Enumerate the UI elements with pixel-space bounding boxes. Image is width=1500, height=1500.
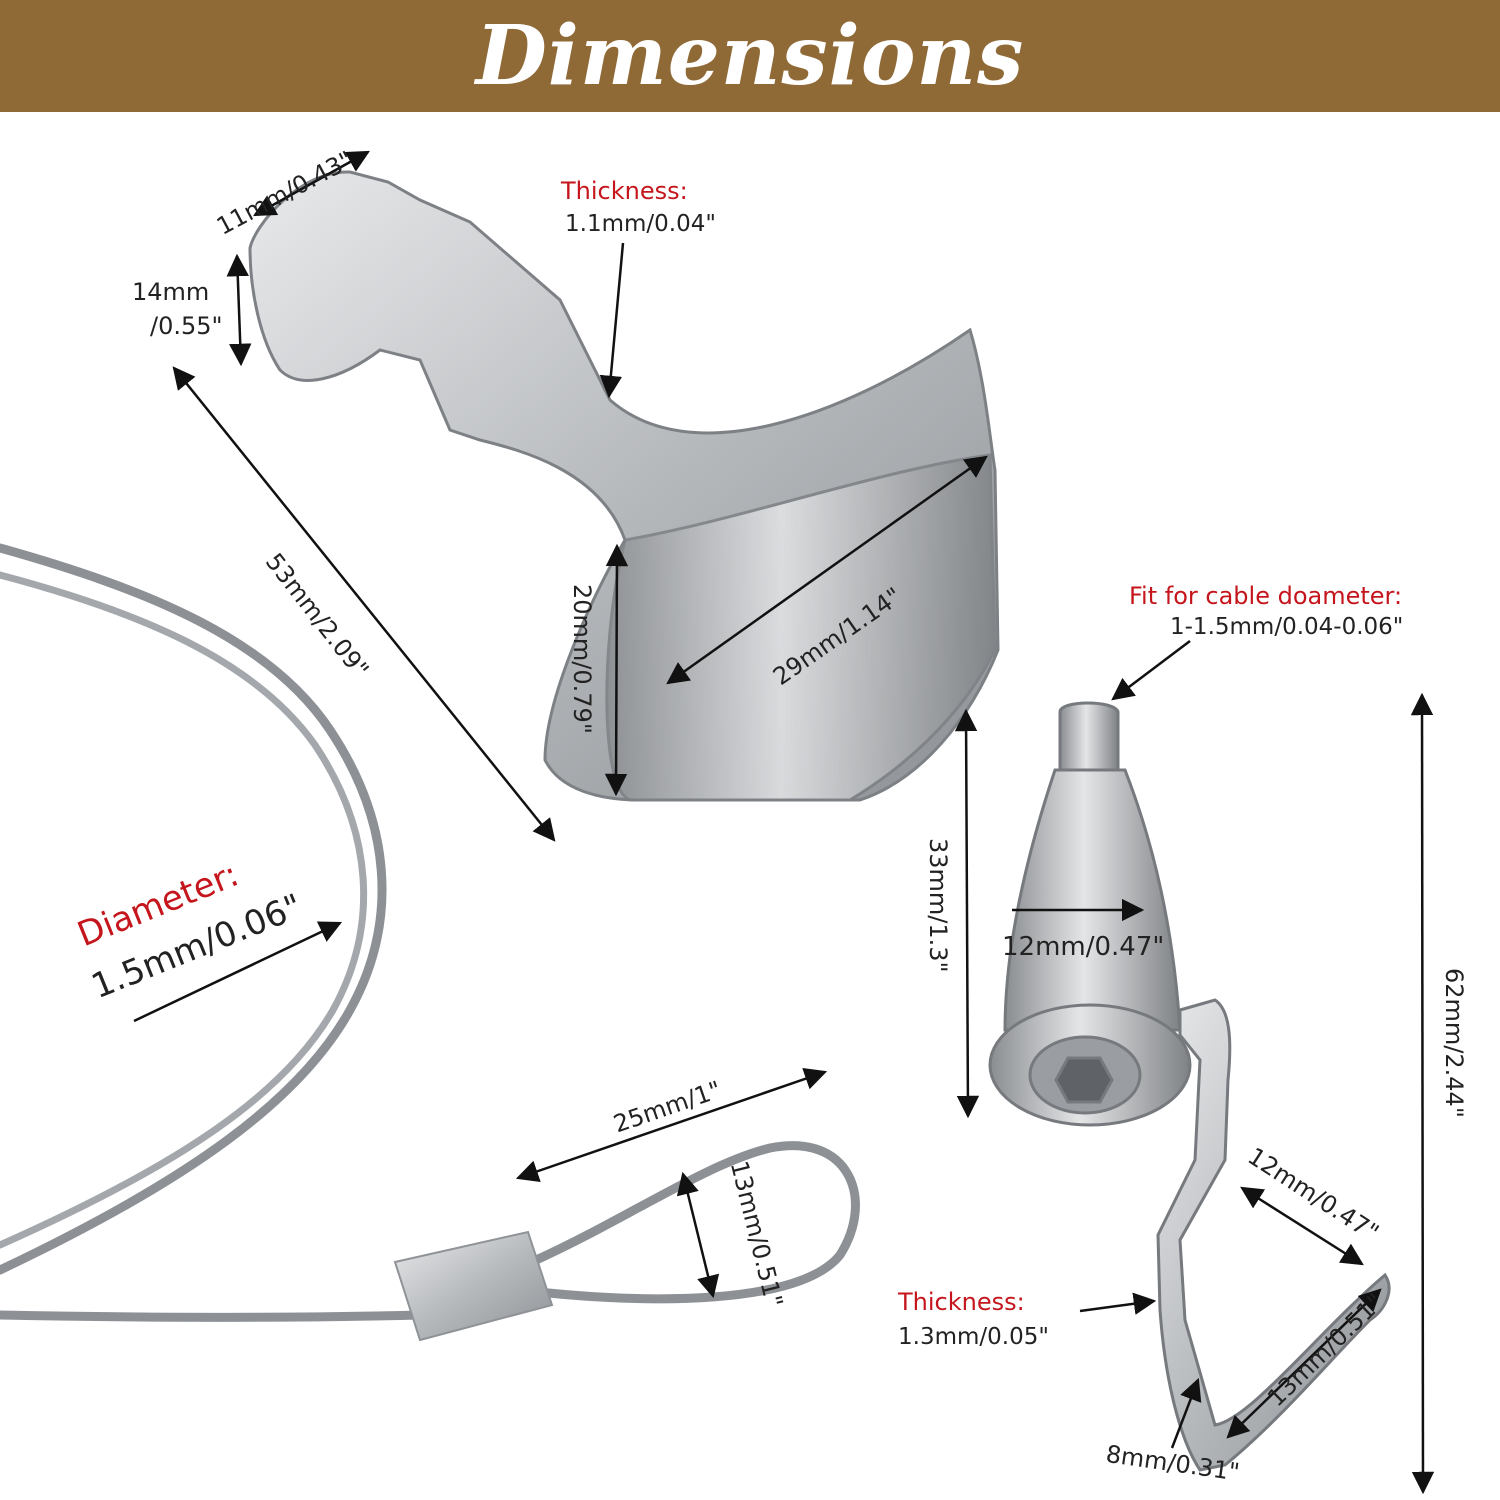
hook-lip-height-label: 20mm/0.79" <box>568 584 596 734</box>
gripper-body-height-label: 33mm/1.3" <box>924 838 952 973</box>
hook-top-height-label-1: 14mm <box>132 278 210 306</box>
gripper-body-width-label: 12mm/0.47" <box>1002 932 1165 962</box>
gripper-thickness-value: 1.3mm/0.05" <box>898 1324 1049 1350</box>
wall-gripper <box>988 701 1391 1472</box>
hook-thickness-heading: Thickness: <box>561 177 688 205</box>
sawtooth-hanger <box>248 170 1000 802</box>
cable-fit-heading: Fit for cable doameter: <box>1129 582 1403 610</box>
cable-fit-value: 1-1.5mm/0.04-0.06" <box>1170 614 1404 640</box>
ferrule <box>393 1230 554 1342</box>
hook-thickness-value: 1.1mm/0.04" <box>565 211 716 237</box>
gripper-thickness-heading: Thickness: <box>898 1288 1025 1316</box>
dimension-arrows <box>133 150 1435 1495</box>
hook-top-height-label-2: /0.55" <box>150 312 223 340</box>
banner-title: Dimensions <box>475 8 1025 104</box>
gripper-total-height-label: 62mm/2.44" <box>1440 968 1468 1118</box>
title-banner: Dimensions <box>0 0 1500 112</box>
